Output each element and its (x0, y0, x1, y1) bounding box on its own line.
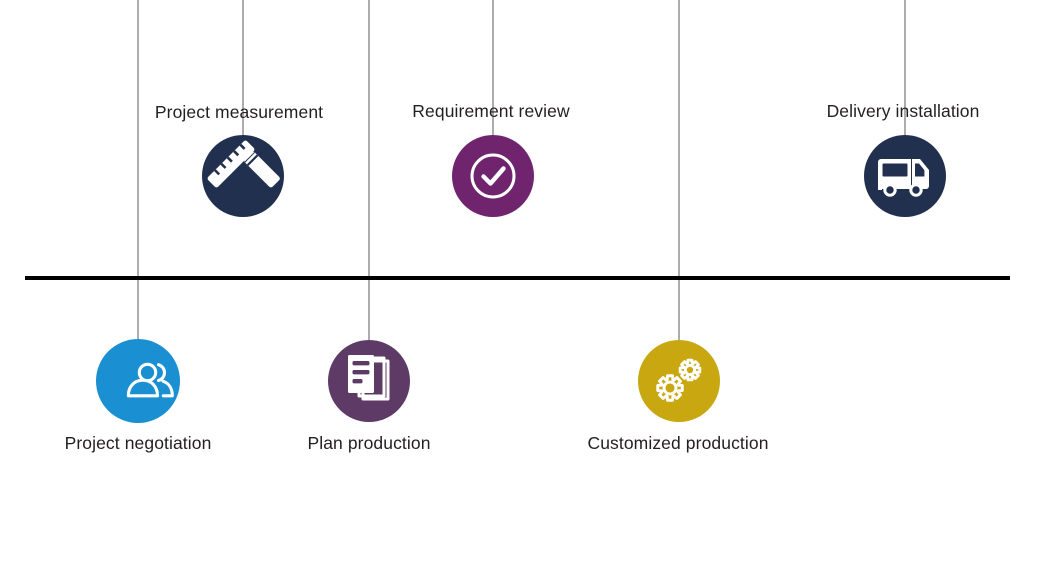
documents-icon (348, 355, 390, 401)
connector-lines (137, 0, 906, 340)
gears-icon (656, 358, 702, 402)
step-icon-circles (96, 135, 946, 423)
step-circle-4[interactable] (452, 135, 534, 217)
step-label-5: Customized production (587, 433, 769, 453)
truck-icon (878, 159, 929, 197)
step-label-2: Project measurement (154, 102, 324, 122)
step-circle-2[interactable] (202, 135, 284, 217)
step-label-4: Requirement review (412, 101, 570, 121)
step-label-6: Delivery installation (826, 101, 980, 121)
people-icon (126, 362, 174, 398)
check-circle-icon (470, 153, 516, 199)
step-label-3: Plan production (307, 433, 431, 453)
step-label-1: Project negotiation (64, 433, 212, 453)
pencil-ruler-icon (207, 140, 280, 188)
